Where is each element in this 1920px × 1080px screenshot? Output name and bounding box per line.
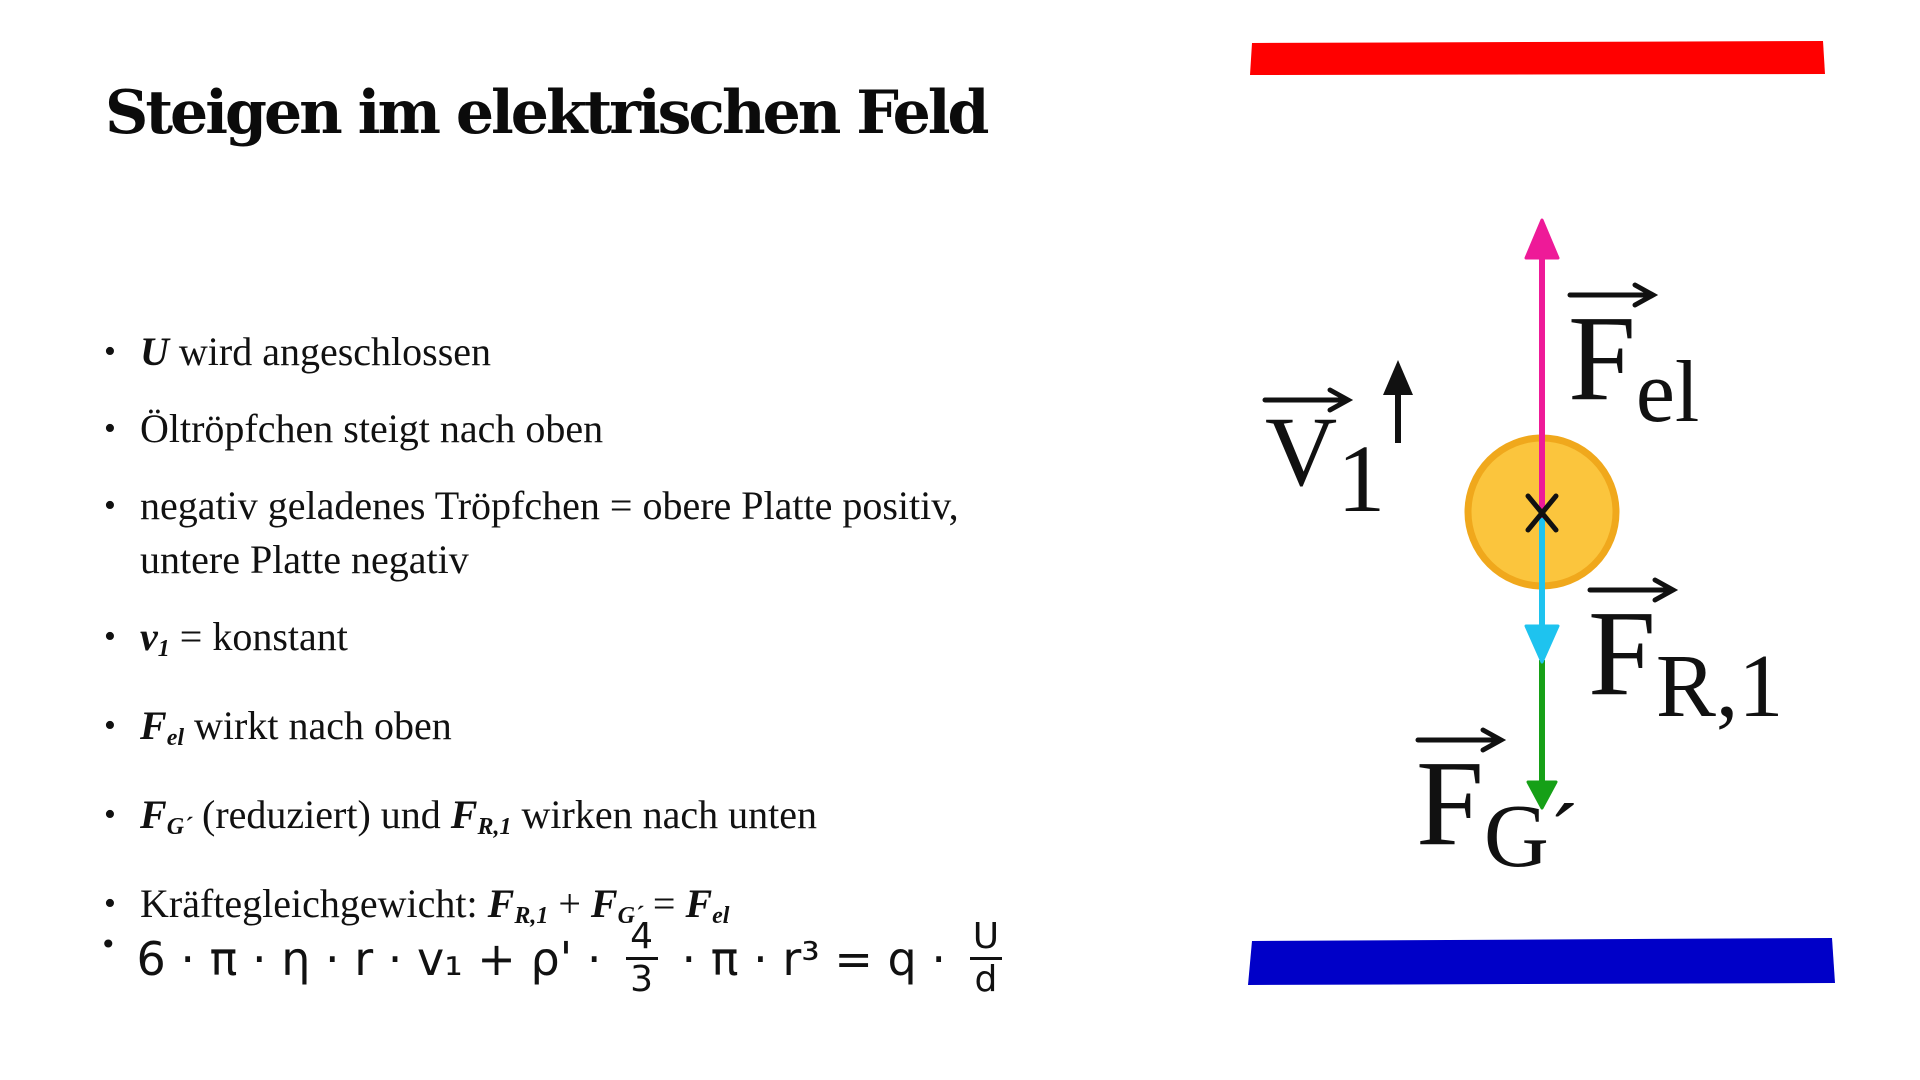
bullet-text-line2: untere Platte negativ [140,537,469,582]
bullet-forces-down: • FG´ (reduziert) und FR,1 wirken nach u… [100,788,1150,854]
slide-title: Steigen im elektrischen Feld [105,78,990,148]
bullet-droplet-rises: • Öltröpfchen steigt nach oben [100,402,1150,456]
symbol-fg: FG´ [590,881,643,929]
formula-left-part: 6 · π · η · r · v₁ + ρ' · [136,931,602,986]
bullet-text: (reduziert) und [192,792,451,837]
vector-bar-fel [1567,282,1659,308]
fraction-bar [969,957,1002,960]
diagram-graphics [1248,41,1835,985]
bullet-force-equilibrium: • Kräftegleichgewicht: FR,1 + FG´ = Fel [100,877,1150,943]
symbol-fel: Fel [685,881,730,929]
capacitor-diagram: V1 Fel FR,1 FG´ [1230,30,1870,1010]
bullet-marker: • [104,885,116,922]
symbol-fg: FG´ [140,792,193,840]
fraction-u-over-d: U d [969,916,1002,1000]
bullet-voltage: • U wird angeschlossen [100,325,1150,379]
bullet-marker: • [104,796,116,833]
bullet-text: Öltröpfchen steigt nach oben [140,406,604,451]
bullet-text: Kräftegleichgewicht: [140,881,488,926]
bullet-text: wird angeschlossen [168,329,492,374]
fraction-denominator: 3 [630,959,653,1000]
label-v1: V1 [1265,396,1386,532]
force-friction-arrowhead [1524,624,1560,664]
bullet-list: • U wird angeschlossen • Öltröpfchen ste… [100,325,1150,966]
bullet-constant-velocity: • v1 = konstant [100,610,1150,676]
operator-plus: + [548,881,591,926]
bullet-marker: • [104,618,116,655]
bullet-text: wirken nach unten [511,792,817,837]
bullet-marker: • [104,487,116,524]
bottom-plate [1248,938,1835,985]
symbol-u: U [140,329,169,374]
handwritten-formula: • 6 · π · η · r · v₁ + ρ' · 4 3 · π · r³… [100,918,1026,999]
fraction-numerator: 4 [630,916,653,957]
symbol-fel: Fel [140,703,185,751]
vector-bar-fg [1415,727,1507,753]
velocity-arrowhead [1383,360,1413,395]
fraction-four-thirds: 4 3 [625,916,658,1000]
label-f-g: FG´ [1416,736,1579,886]
force-electric-arrowhead [1524,218,1560,260]
bullet-text-line1: negativ geladenes Tröpfchen = obere Plat… [140,483,959,528]
bullet-marker: • [104,707,116,744]
fraction-bar [625,957,658,960]
symbol-v1: v1 [140,614,170,662]
bullet-plate-polarity: • negativ geladenes Tröpfchen = obere Pl… [100,479,1150,587]
formula-middle-part: · π · r³ = q · [681,931,946,986]
label-f-r1: FR,1 [1588,586,1784,736]
bullet-marker: • [100,928,117,961]
bullet-marker: • [104,410,116,447]
bullet-fel-up: • Fel wirkt nach oben [100,699,1150,765]
symbol-fr1: FR,1 [487,881,549,929]
vector-bar-v1 [1262,387,1354,413]
droplet-center-cross [1525,493,1559,533]
symbol-fr1: FR,1 [450,792,512,840]
fraction-numerator: U [972,916,1000,957]
bullet-marker: • [104,333,116,370]
top-plate [1250,41,1825,75]
bullet-text: = konstant [169,614,348,659]
operator-equals: = [642,881,686,926]
fraction-denominator: d [974,959,998,1000]
force-gravity-arrowhead [1526,780,1558,810]
bullet-text: wirkt nach oben [184,703,452,748]
vector-bar-fr1 [1587,577,1679,603]
label-f-el: Fel [1568,291,1700,441]
